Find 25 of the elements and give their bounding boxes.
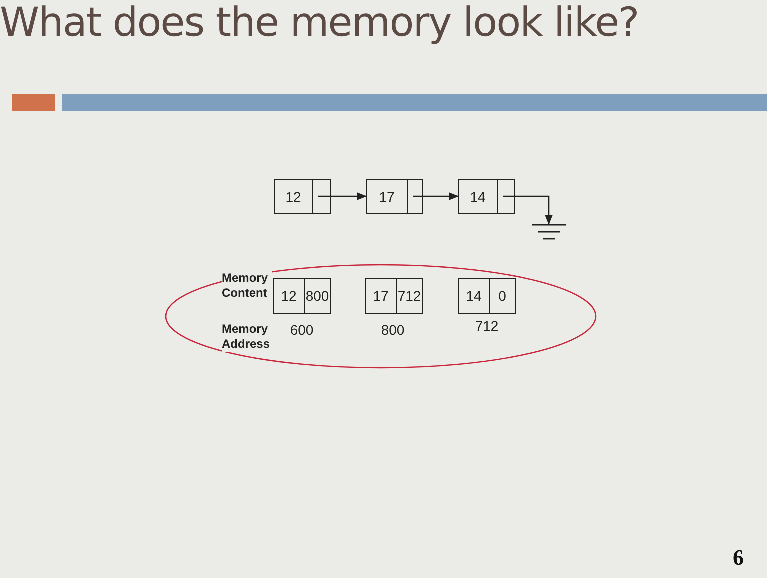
memory-block — [365, 278, 423, 314]
address-text: 712 — [475, 318, 499, 334]
list-node — [458, 179, 515, 214]
pointer-value: 0 — [489, 279, 515, 313]
value-text: 17 — [378, 188, 396, 206]
list-node — [274, 179, 331, 214]
list-node — [366, 179, 423, 214]
ground-symbol — [532, 224, 566, 241]
address-text: 800 — [381, 322, 405, 338]
pointer-value: 712 — [396, 279, 422, 313]
slide-title: What does the memory look like? — [0, 0, 640, 46]
page-number: 6 — [733, 545, 744, 571]
pointer-value: 800 — [304, 279, 330, 313]
value-text: 14 — [465, 287, 483, 306]
arrow — [413, 192, 459, 200]
value-text: 12 — [280, 287, 298, 306]
arrow — [318, 192, 367, 200]
memory-block — [273, 278, 331, 314]
memory-block — [458, 278, 516, 314]
value-text: 12 — [284, 188, 302, 206]
value-text: 14 — [469, 188, 487, 206]
row-label: Memory Address — [222, 322, 272, 352]
arrow — [503, 196, 553, 225]
value-text: 17 — [372, 287, 390, 306]
address-text: 600 — [290, 322, 314, 338]
